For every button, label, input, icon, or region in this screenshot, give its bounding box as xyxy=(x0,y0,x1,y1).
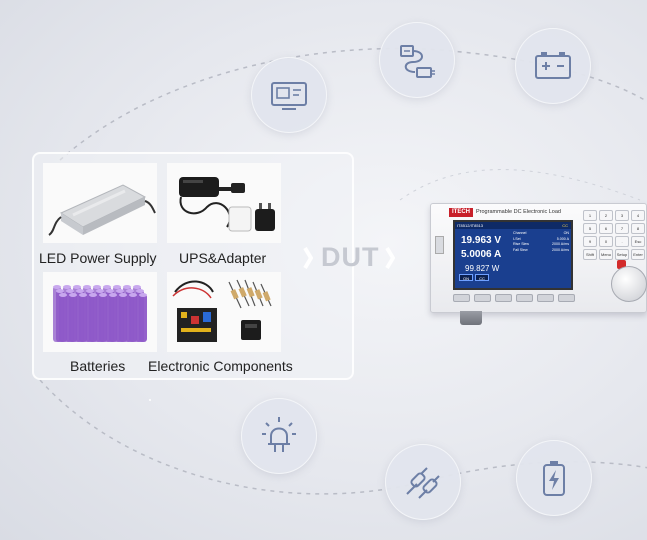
keypad-key[interactable]: Enter xyxy=(631,249,645,260)
keypad-key[interactable]: 7 xyxy=(615,223,629,234)
electronic-components-icon-circle xyxy=(385,444,461,520)
instrument-stand xyxy=(460,311,482,325)
keypad-key[interactable]: Esc xyxy=(631,236,645,247)
keypad-key[interactable]: 0 xyxy=(599,236,613,247)
voltage-readout: 19.963 V xyxy=(461,235,502,246)
power-switch-button[interactable] xyxy=(617,260,626,269)
monitor-icon xyxy=(271,82,307,110)
soft-key[interactable] xyxy=(537,294,554,302)
keypad-key[interactable]: Shift xyxy=(583,249,597,260)
power-readout: 99.827 W xyxy=(465,264,500,273)
keypad-key[interactable]: 1 xyxy=(583,210,597,221)
model-line: IT8512/IT8513 xyxy=(457,223,484,228)
ups-adapter-image xyxy=(167,163,281,243)
soft-key[interactable] xyxy=(453,294,470,302)
soft-key[interactable] xyxy=(474,294,491,302)
batteries-image xyxy=(43,272,157,352)
soft-key[interactable] xyxy=(495,294,512,302)
keypad-key[interactable]: 4 xyxy=(631,210,645,221)
soft-key[interactable] xyxy=(558,294,575,302)
battery-icon-circle xyxy=(515,28,591,104)
power-adapter-icon-circle xyxy=(379,22,455,98)
product-label-electronic-components: Electronic Components xyxy=(148,358,293,374)
soft-key-row xyxy=(453,294,575,302)
electronic-components-image xyxy=(167,272,281,352)
product-label-led-power-supply: LED Power Supply xyxy=(39,250,157,266)
current-readout: 5.0006 A xyxy=(461,249,502,260)
battery-charging-icon-circle xyxy=(516,440,592,516)
power-adapter-icon xyxy=(400,45,435,78)
keypad-key[interactable]: 5 xyxy=(583,223,597,234)
keypad-key[interactable]: . xyxy=(615,236,629,247)
keypad-key[interactable]: 6 xyxy=(599,223,613,234)
keypad-key[interactable]: 3 xyxy=(615,210,629,221)
led-light-icon xyxy=(262,417,296,452)
screen-header: IT8512/IT8513 CC xyxy=(455,222,571,229)
keypad-key[interactable]: 9 xyxy=(583,236,597,247)
keypad-key[interactable]: 8 xyxy=(631,223,645,234)
dut-label: DUT xyxy=(321,242,380,272)
led-power-supply-image xyxy=(43,163,157,243)
electronic-components-icon xyxy=(406,467,440,499)
keypad-key[interactable]: 2 xyxy=(599,210,613,221)
keypad-key[interactable]: Setup xyxy=(615,249,629,260)
screen-status-on: ON xyxy=(459,274,473,281)
brand-logo: ITECH xyxy=(449,208,473,217)
keypad: 1 2 3 4 5 6 7 8 9 0 . Esc Shift Menu Set… xyxy=(583,210,645,260)
instrument-title: Programmable DC Electronic Load xyxy=(476,209,561,215)
soft-key[interactable] xyxy=(516,294,533,302)
battery-charging-icon xyxy=(543,461,565,496)
product-label-ups-adapter: UPS&Adapter xyxy=(179,250,267,266)
rotary-knob[interactable] xyxy=(611,266,647,302)
monitor-icon-circle xyxy=(251,57,327,133)
mode-indicator: CC xyxy=(562,223,568,228)
product-label-batteries: Batteries xyxy=(70,358,126,374)
usb-port xyxy=(435,236,444,254)
battery-icon xyxy=(535,52,571,79)
led-light-icon-circle xyxy=(241,398,317,474)
keypad-key[interactable]: Menu xyxy=(599,249,613,260)
screen-status-cc: CC xyxy=(475,274,489,281)
